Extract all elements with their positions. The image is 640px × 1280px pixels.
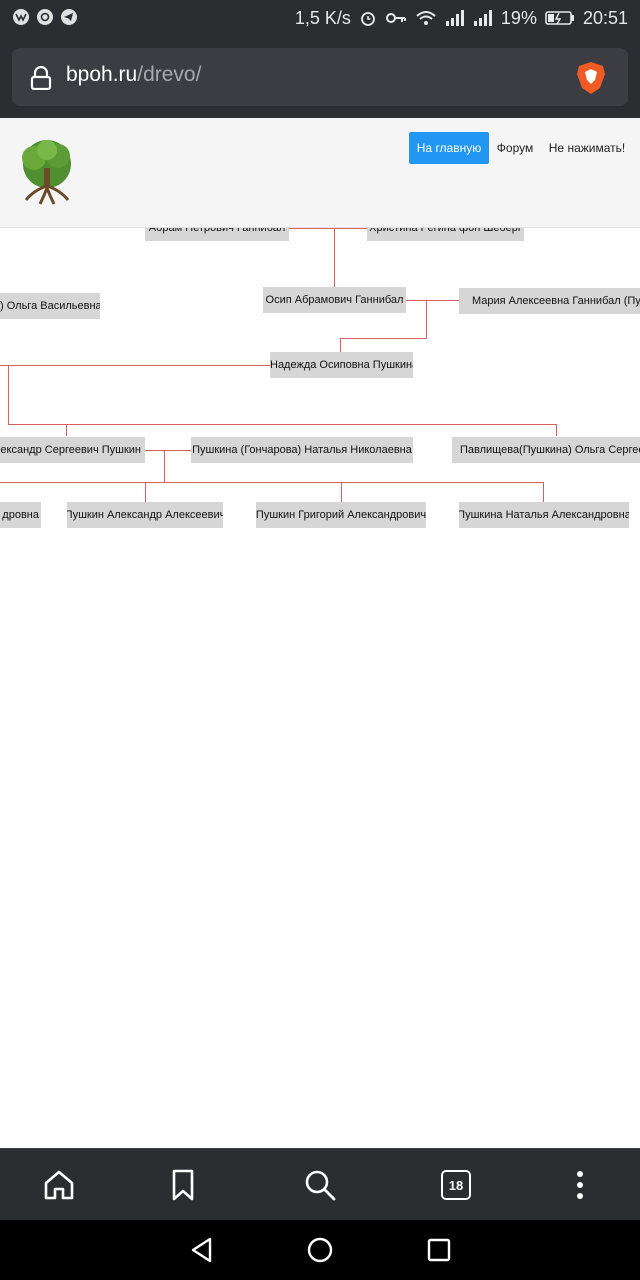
tree-logo-icon[interactable] <box>14 138 80 206</box>
connector-line <box>164 450 165 482</box>
connector-line <box>340 338 427 339</box>
connector-line <box>556 424 557 436</box>
signal-icon <box>445 10 464 26</box>
tree-node[interactable]: Пушкин Александр Алексеевич <box>67 502 223 528</box>
tree-node[interactable]: Пушкин Григорий Александрович <box>256 502 426 528</box>
battery-percent: 19% <box>500 7 537 28</box>
nav-home-button[interactable]: На главную <box>409 132 489 164</box>
connector-line <box>8 365 9 424</box>
bookmark-icon[interactable] <box>165 1167 201 1203</box>
telegram-icon <box>61 9 77 25</box>
connector-line <box>289 228 367 229</box>
connector-line <box>426 300 427 338</box>
connector-line <box>0 482 544 483</box>
connector-line <box>340 338 341 352</box>
back-icon[interactable] <box>188 1236 216 1264</box>
tree-node[interactable]: лександр Сергеевич Пушкин <box>0 437 145 463</box>
tree-node[interactable]: ) Ольга Васильевна <box>0 293 100 319</box>
wifi-icon <box>416 11 436 25</box>
connector-line <box>334 228 335 287</box>
url-text[interactable]: bpoh.ru/drevo/ <box>66 63 201 87</box>
tree-node[interactable]: Осип Абрамович Ганнибал <box>263 287 406 313</box>
family-tree: Абрам Петрович Ганнибал Христина Регина … <box>0 228 640 1148</box>
connector-line <box>341 482 342 502</box>
battery-icon <box>545 11 574 25</box>
tree-node[interactable]: Пушкина (Гончарова) Наталья Николаевна <box>191 437 413 463</box>
connector-line <box>145 482 146 502</box>
vk-icon <box>13 9 29 25</box>
tree-node[interactable]: Абрам Петрович Ганнибал <box>145 228 289 241</box>
tree-node[interactable]: Мария Алексеевна Ганнибал (Пушкина) <box>459 288 640 314</box>
connector-line <box>145 450 191 451</box>
app-icon <box>37 9 53 25</box>
site-header: На главную Форум Не нажимать! <box>0 118 640 228</box>
brave-shield-icon[interactable] <box>574 60 608 96</box>
nav-forum-link[interactable]: Форум <box>496 141 534 155</box>
url-path: /drevo/ <box>137 63 202 86</box>
signal-icon-2 <box>473 10 492 26</box>
connector-line <box>0 365 270 366</box>
key-icon <box>385 13 406 23</box>
url-domain: bpoh.ru <box>66 63 138 86</box>
tree-node[interactable]: Пушкина Наталья Александровна <box>459 502 629 528</box>
connector-line <box>406 300 459 301</box>
search-icon[interactable] <box>302 1167 338 1203</box>
connector-line <box>543 482 544 502</box>
lock-icon[interactable] <box>30 66 52 90</box>
address-bar[interactable]: bpoh.ru/drevo/ <box>12 48 628 106</box>
tree-node[interactable]: Павлищева(Пушкина) Ольга Сергеевна <box>452 437 640 463</box>
tree-node[interactable]: Христина Регина фон Шеберг <box>367 228 524 241</box>
system-navigation-bar <box>0 1220 640 1280</box>
home-circle-icon[interactable] <box>306 1236 334 1264</box>
alarm-icon <box>361 12 375 26</box>
nav-dont-click-link[interactable]: Не нажимать! <box>548 141 626 155</box>
tab-switcher-button[interactable]: 18 <box>441 1170 471 1200</box>
tree-node[interactable]: дровна <box>0 502 41 528</box>
connector-line <box>66 424 67 436</box>
status-bar: 1,5 K/s 19% 20:51 <box>0 0 640 36</box>
browser-toolbar: bpoh.ru/drevo/ <box>0 36 640 118</box>
network-speed: 1,5 K/s <box>294 7 351 28</box>
recents-icon[interactable] <box>426 1237 452 1263</box>
clock: 20:51 <box>582 7 628 28</box>
home-icon[interactable] <box>41 1167 77 1203</box>
browser-bottom-toolbar <box>0 1148 640 1220</box>
more-menu-icon[interactable] <box>562 1167 598 1203</box>
connector-line <box>8 424 557 425</box>
tree-node[interactable]: Надежда Осиповна Пушкина <box>270 352 413 378</box>
